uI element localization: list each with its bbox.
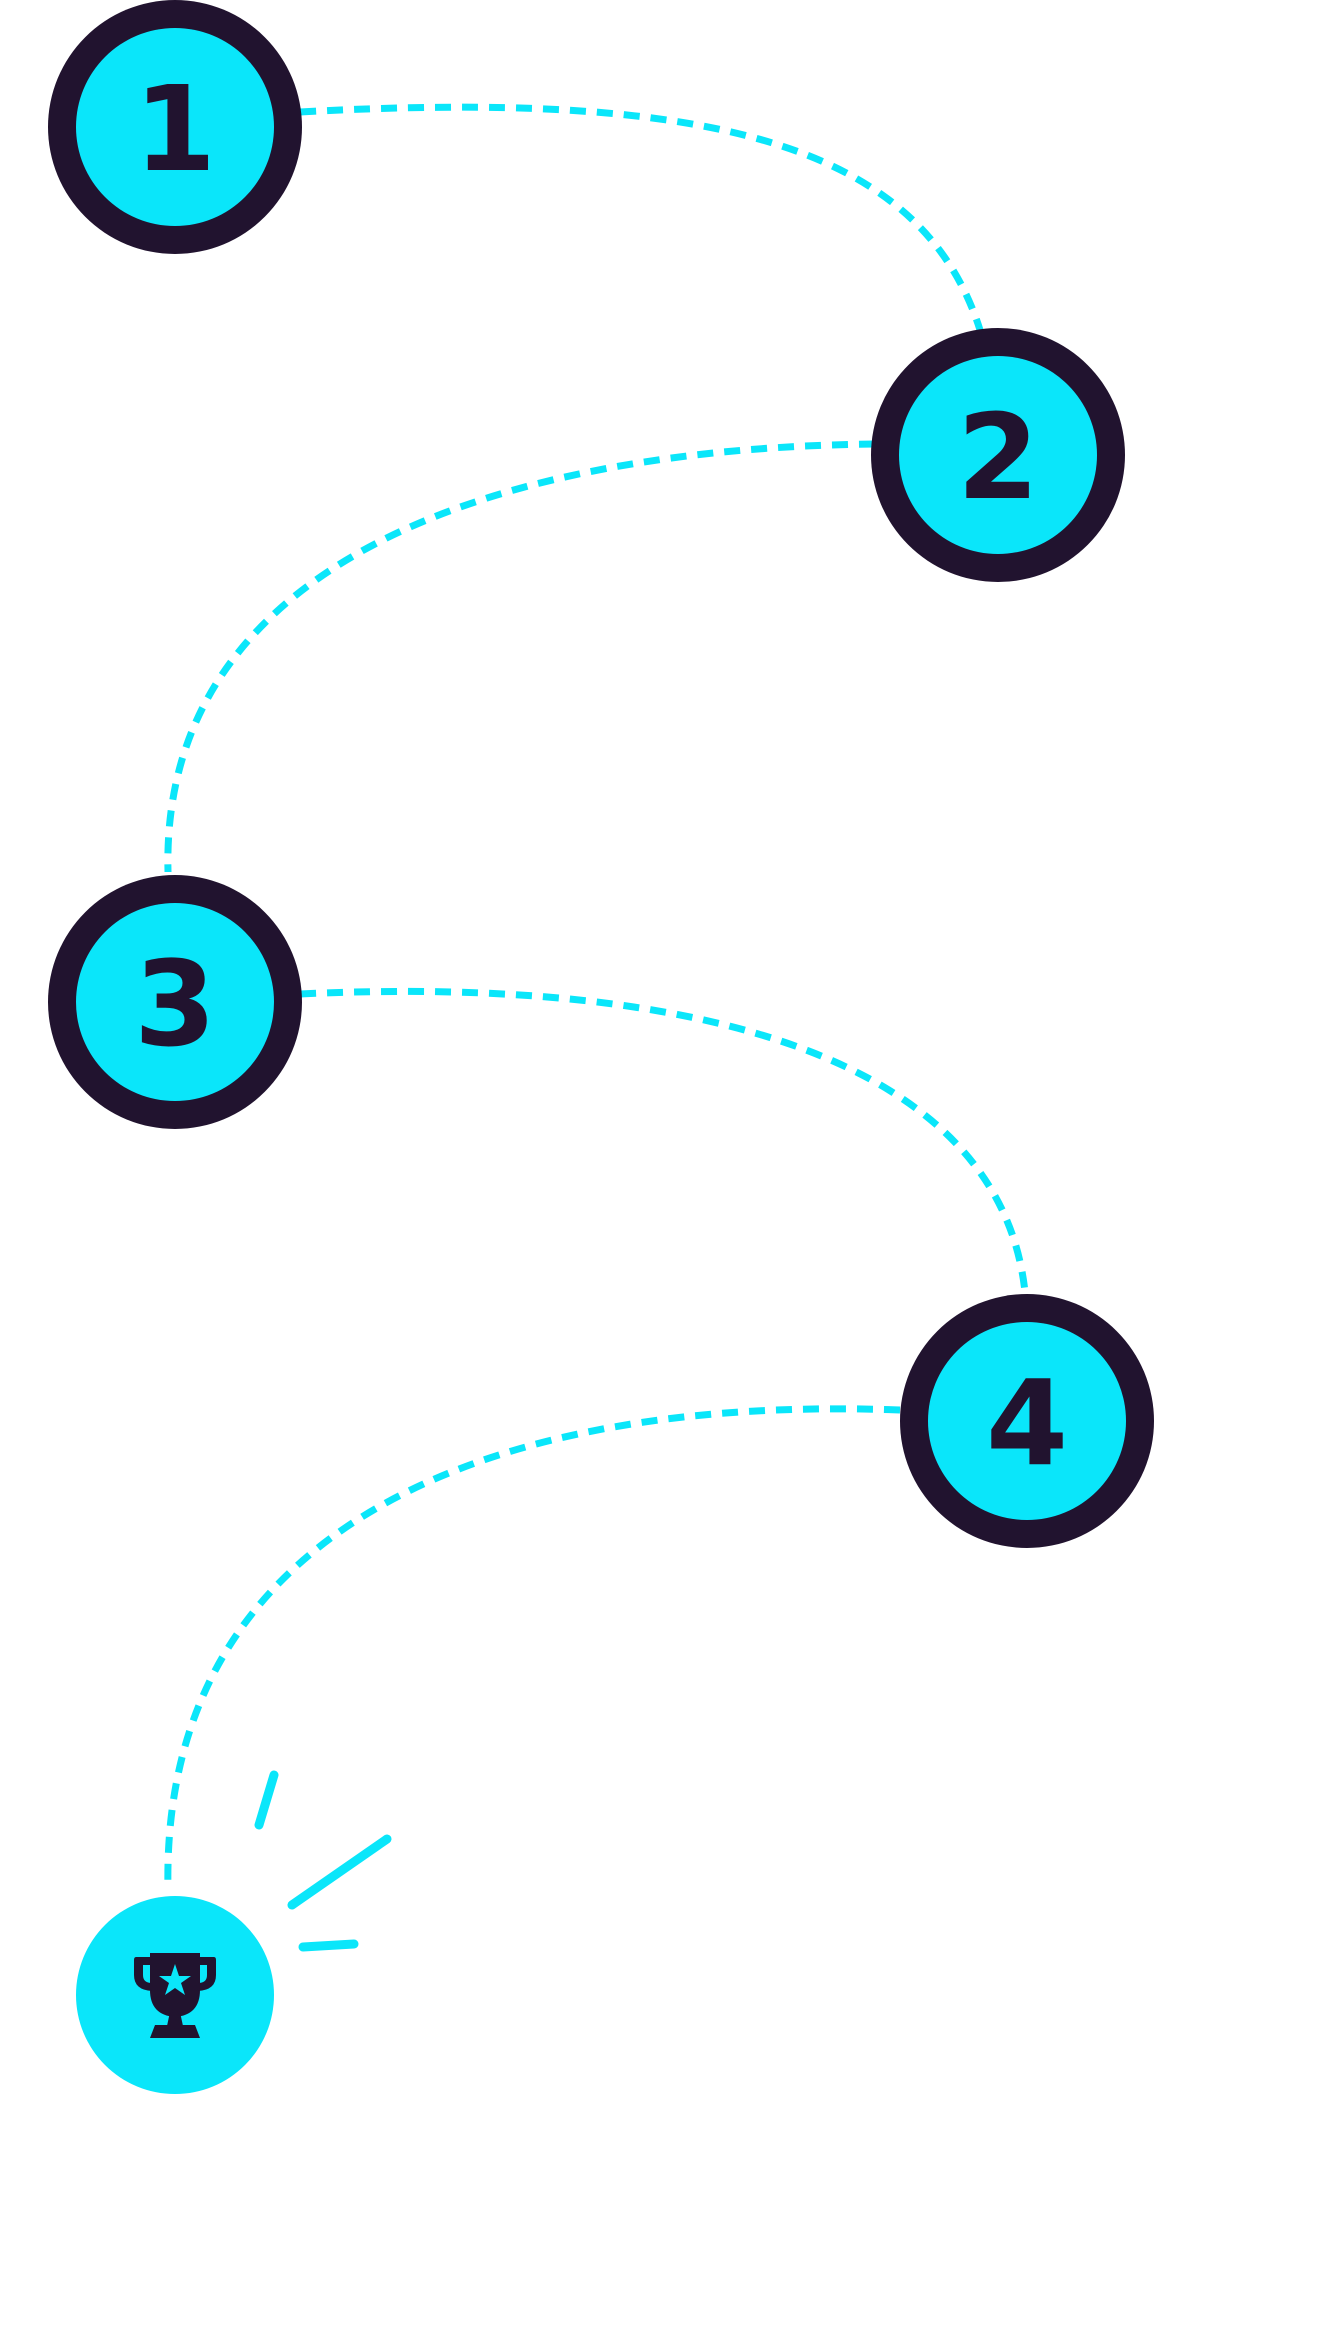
step-3-node[interactable]: 3 [48, 875, 302, 1129]
connector-3-4 [299, 987, 1029, 1293]
connector-2-3 [164, 440, 876, 873]
step-2-node[interactable]: 2 [871, 328, 1125, 582]
step-2-fill [899, 356, 1097, 554]
step-4-node[interactable]: 4 [900, 1294, 1154, 1548]
burst-line-3 [298, 1939, 359, 1952]
goal-node[interactable] [76, 1896, 274, 2094]
step-1-label: 1 [134, 60, 216, 198]
trophy-icon [134, 1953, 216, 2038]
step-3-label: 3 [134, 935, 216, 1073]
connector-4-goal [164, 1405, 901, 1891]
step-3-fill [76, 903, 274, 1101]
connector-1-2 [299, 103, 984, 332]
step-1-fill [76, 28, 274, 226]
celebration-burst [254, 1770, 392, 1952]
step-4-label: 4 [986, 1354, 1068, 1492]
step-2-label: 2 [957, 388, 1039, 526]
burst-line-2 [287, 1834, 392, 1910]
step-1-node[interactable]: 1 [48, 0, 302, 254]
burst-line-1 [254, 1770, 279, 1830]
step-4-fill [928, 1322, 1126, 1520]
